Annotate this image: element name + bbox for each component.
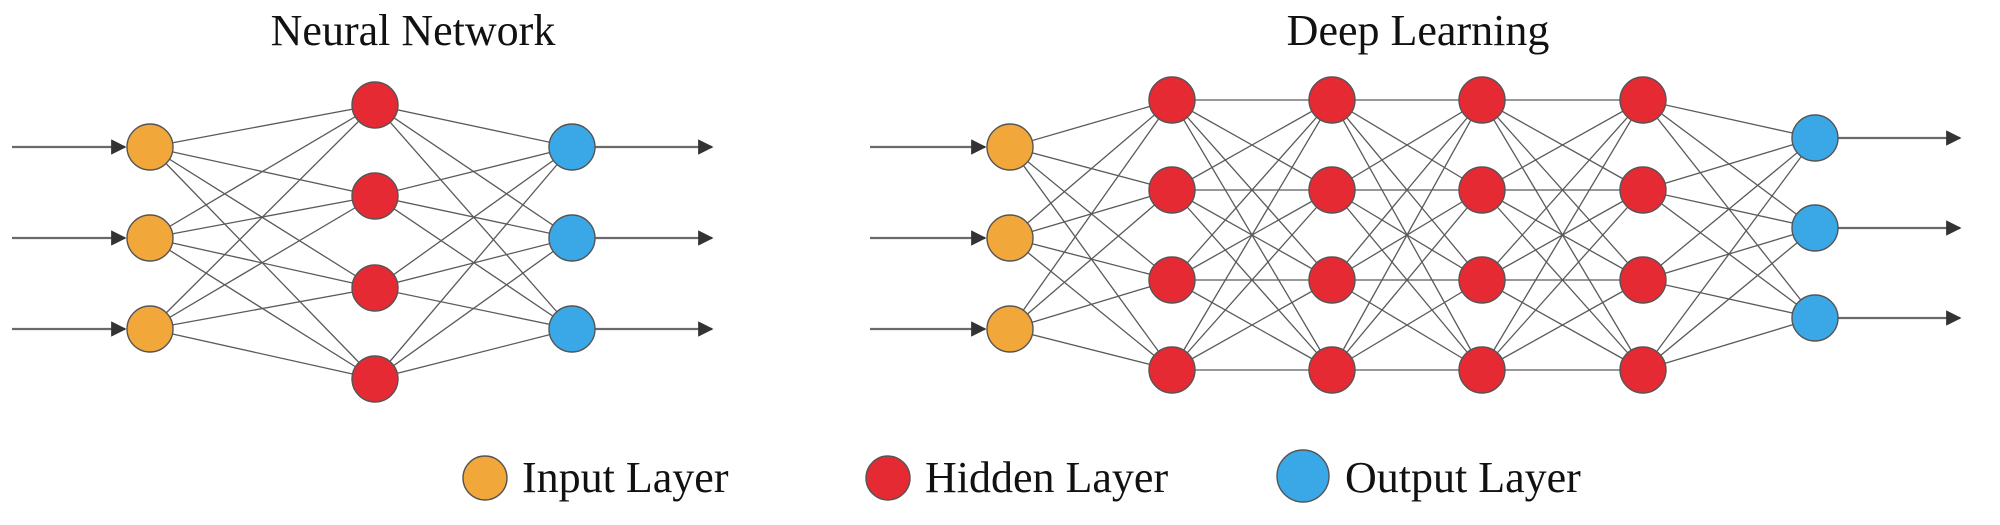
connection-line [1009, 99, 1173, 239]
output-node [548, 123, 596, 171]
hidden-node [1308, 256, 1356, 304]
input-node [986, 305, 1034, 353]
connection-line [1642, 137, 1816, 371]
connection-line [1642, 137, 1816, 281]
connection-line [374, 146, 573, 380]
hidden-node [1308, 166, 1356, 214]
hidden-node [1619, 166, 1667, 214]
neural-network-title: Neural Network [271, 6, 556, 55]
connection-line [374, 328, 573, 380]
hidden-node [351, 355, 399, 403]
hidden-node [1458, 166, 1506, 214]
output-node [1791, 294, 1839, 342]
hidden-node [1148, 256, 1196, 304]
connection-line [1481, 99, 1644, 281]
input-node [986, 123, 1034, 171]
connection-line [149, 195, 376, 330]
connection-line [1331, 279, 1483, 371]
connection-line [1171, 99, 1333, 191]
hidden-node [351, 81, 399, 129]
connection-line [149, 328, 376, 380]
output-node [548, 305, 596, 353]
connections [149, 104, 573, 380]
connection-line [149, 287, 376, 330]
connection-line [1171, 279, 1333, 371]
input-node [126, 305, 174, 353]
connection-line [1642, 99, 1816, 139]
hidden-node [1619, 76, 1667, 124]
connections [1009, 99, 1816, 371]
legend-output-label: Output Layer [1345, 453, 1581, 502]
connection-line [149, 104, 376, 330]
connection-line [374, 237, 573, 380]
hidden-node [1148, 346, 1196, 394]
connection-line [1009, 279, 1173, 330]
connection-line [374, 146, 573, 289]
connection-line [149, 104, 376, 239]
output-node [1791, 204, 1839, 252]
connection-line [1481, 99, 1644, 371]
legend-hidden-swatch [865, 455, 911, 501]
hidden-node [1619, 256, 1667, 304]
connection-line [1331, 99, 1483, 281]
legend: Input Layer Hidden Layer Output Layer [462, 449, 1581, 503]
input-node [986, 214, 1034, 262]
hidden-node [1458, 256, 1506, 304]
output-node [548, 214, 596, 262]
legend-input-swatch [462, 455, 508, 501]
connection-line [1009, 189, 1173, 330]
hidden-node [1308, 346, 1356, 394]
connection-line [1331, 99, 1483, 191]
connection-line [1331, 99, 1483, 371]
hidden-node [1148, 166, 1196, 214]
hidden-node [1308, 76, 1356, 124]
connection-line [1642, 137, 1816, 191]
legend-input-label: Input Layer [522, 453, 729, 502]
connection-line [1171, 189, 1333, 371]
connection-line [1331, 189, 1483, 371]
connection-line [1642, 317, 1816, 371]
connection-line [149, 104, 376, 148]
legend-output-swatch [1276, 449, 1330, 503]
hidden-node [1148, 76, 1196, 124]
hidden-node [1458, 346, 1506, 394]
connection-line [1009, 99, 1173, 330]
deep-learning-title: Deep Learning [1287, 6, 1550, 55]
hidden-node [351, 172, 399, 220]
connection-line [374, 146, 573, 197]
connection-line [1481, 189, 1644, 371]
legend-hidden-label: Hidden Layer [925, 453, 1168, 502]
hidden-node [1458, 76, 1506, 124]
connection-line [1009, 328, 1173, 371]
connection-line [1171, 99, 1333, 371]
connection-line [1481, 279, 1644, 371]
deep-learning-panel [870, 76, 1962, 394]
hidden-node [1619, 346, 1667, 394]
connection-line [1481, 99, 1644, 191]
connection-line [374, 104, 573, 148]
connection-line [1642, 227, 1816, 371]
connection-line [1171, 99, 1333, 281]
connection-line [1009, 99, 1173, 148]
neural-network-panel [12, 81, 714, 403]
input-node [126, 214, 174, 262]
hidden-node [351, 264, 399, 312]
output-node [1791, 114, 1839, 162]
input-node [126, 123, 174, 171]
